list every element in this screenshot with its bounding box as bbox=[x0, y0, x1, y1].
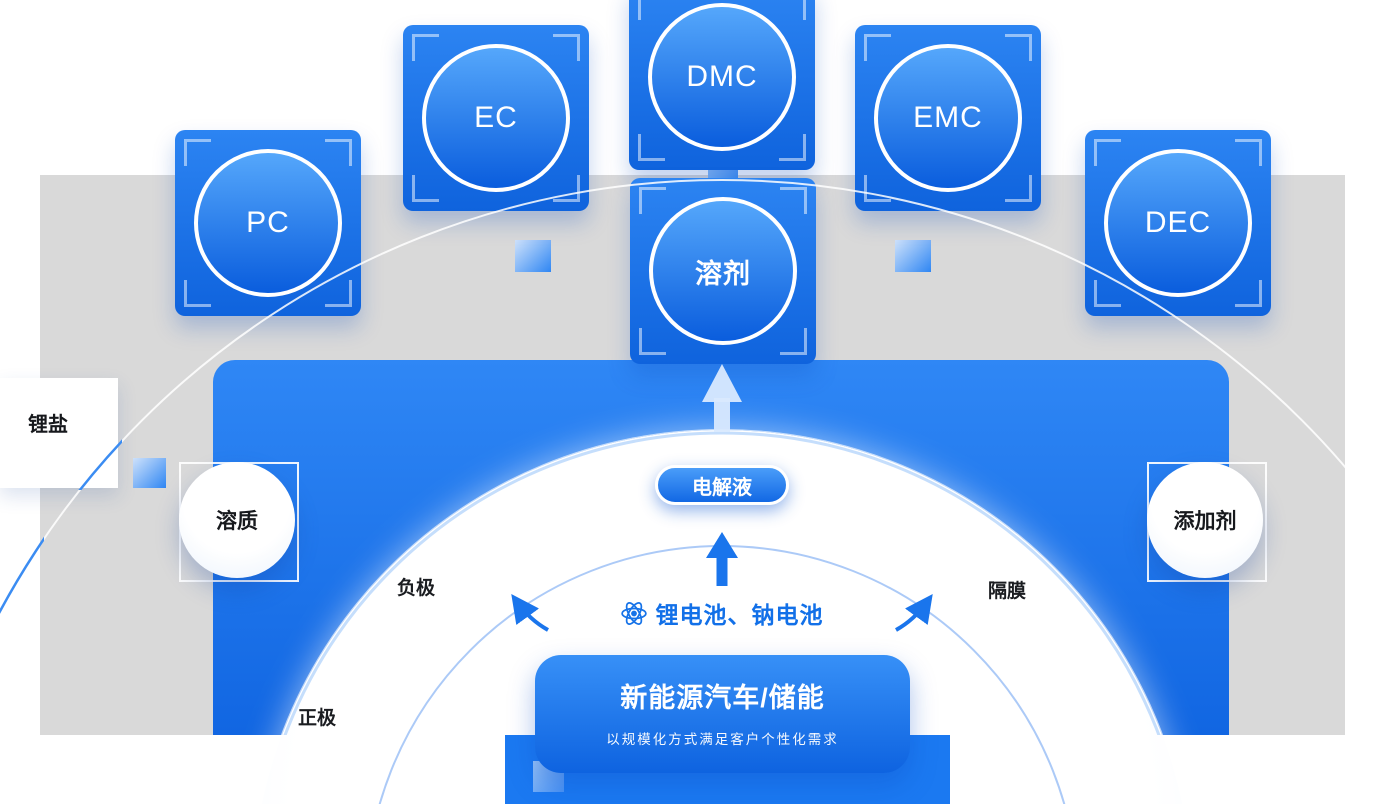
node-pc: PC bbox=[175, 130, 361, 316]
corner-bracket bbox=[412, 34, 439, 61]
application-card: 新能源汽车/储能 以规模化方式满足客户个性化需求 bbox=[535, 655, 910, 773]
corner-bracket bbox=[780, 328, 807, 355]
solute-node: 溶质 bbox=[179, 462, 295, 578]
battery-row: 锂电池、钠电池 bbox=[621, 596, 824, 630]
corner-bracket bbox=[553, 34, 580, 61]
corner-bracket bbox=[639, 328, 666, 355]
corner-bracket bbox=[553, 175, 580, 202]
corner-bracket bbox=[864, 34, 891, 61]
node-emc-circle: EMC bbox=[874, 44, 1022, 192]
node-emc-label: EMC bbox=[913, 101, 983, 134]
additive-label: 添加剂 bbox=[1173, 510, 1237, 533]
battery-label: 锂电池、钠电池 bbox=[655, 602, 824, 628]
decor-square-lisalt bbox=[133, 458, 166, 488]
corner-bracket bbox=[325, 280, 352, 307]
node-solvent: 溶剂 bbox=[630, 178, 816, 364]
decor-square-left bbox=[515, 240, 551, 272]
corner-bracket bbox=[1094, 280, 1121, 307]
lithium-salt-box: 锂盐 bbox=[0, 378, 118, 488]
corner-bracket bbox=[1005, 175, 1032, 202]
node-ec-label: EC bbox=[474, 101, 518, 134]
electrolyte-label: 电解液 bbox=[692, 476, 752, 499]
node-dmc-label: DMC bbox=[686, 60, 758, 93]
node-pc-label: PC bbox=[246, 206, 290, 239]
node-dec-label: DEC bbox=[1144, 206, 1212, 239]
node-emc: EMC bbox=[855, 25, 1041, 211]
node-solvent-circle: 溶剂 bbox=[649, 197, 797, 345]
label-positive-electrode: 正极 bbox=[298, 708, 337, 729]
label-negative-electrode: 负极 bbox=[397, 578, 436, 599]
node-dmc-circle: DMC bbox=[648, 3, 796, 151]
node-pc-circle: PC bbox=[194, 149, 342, 297]
corner-bracket bbox=[184, 280, 211, 307]
node-ec-circle: EC bbox=[422, 44, 570, 192]
additive-node: 添加剂 bbox=[1147, 462, 1263, 578]
application-subtitle: 以规模化方式满足客户个性化需求 bbox=[606, 732, 839, 747]
corner-bracket bbox=[864, 175, 891, 202]
node-solvent-label: 溶剂 bbox=[695, 258, 751, 289]
corner-bracket bbox=[638, 134, 665, 161]
lithium-salt-label: 锂盐 bbox=[28, 414, 68, 436]
decor-square-right bbox=[895, 240, 931, 272]
corner-bracket bbox=[1094, 139, 1121, 166]
node-dmc: DMC bbox=[629, 0, 815, 170]
electrolyte-pill: 电解液 bbox=[655, 465, 789, 505]
corner-bracket bbox=[1235, 280, 1262, 307]
solute-label: 溶质 bbox=[216, 510, 258, 533]
node-ec: EC bbox=[403, 25, 589, 211]
corner-bracket bbox=[639, 187, 666, 214]
corner-bracket bbox=[1005, 34, 1032, 61]
label-separator: 隔膜 bbox=[988, 581, 1027, 602]
node-dec: DEC bbox=[1085, 130, 1271, 316]
node-dec-circle: DEC bbox=[1104, 149, 1252, 297]
corner-bracket bbox=[325, 139, 352, 166]
atom-icon bbox=[621, 601, 647, 625]
application-title: 新能源汽车/储能 bbox=[620, 683, 825, 713]
corner-bracket bbox=[1235, 139, 1262, 166]
corner-bracket bbox=[412, 175, 439, 202]
corner-bracket bbox=[638, 0, 665, 20]
corner-bracket bbox=[184, 139, 211, 166]
corner-bracket bbox=[779, 0, 806, 20]
corner-bracket bbox=[779, 134, 806, 161]
corner-bracket bbox=[780, 187, 807, 214]
